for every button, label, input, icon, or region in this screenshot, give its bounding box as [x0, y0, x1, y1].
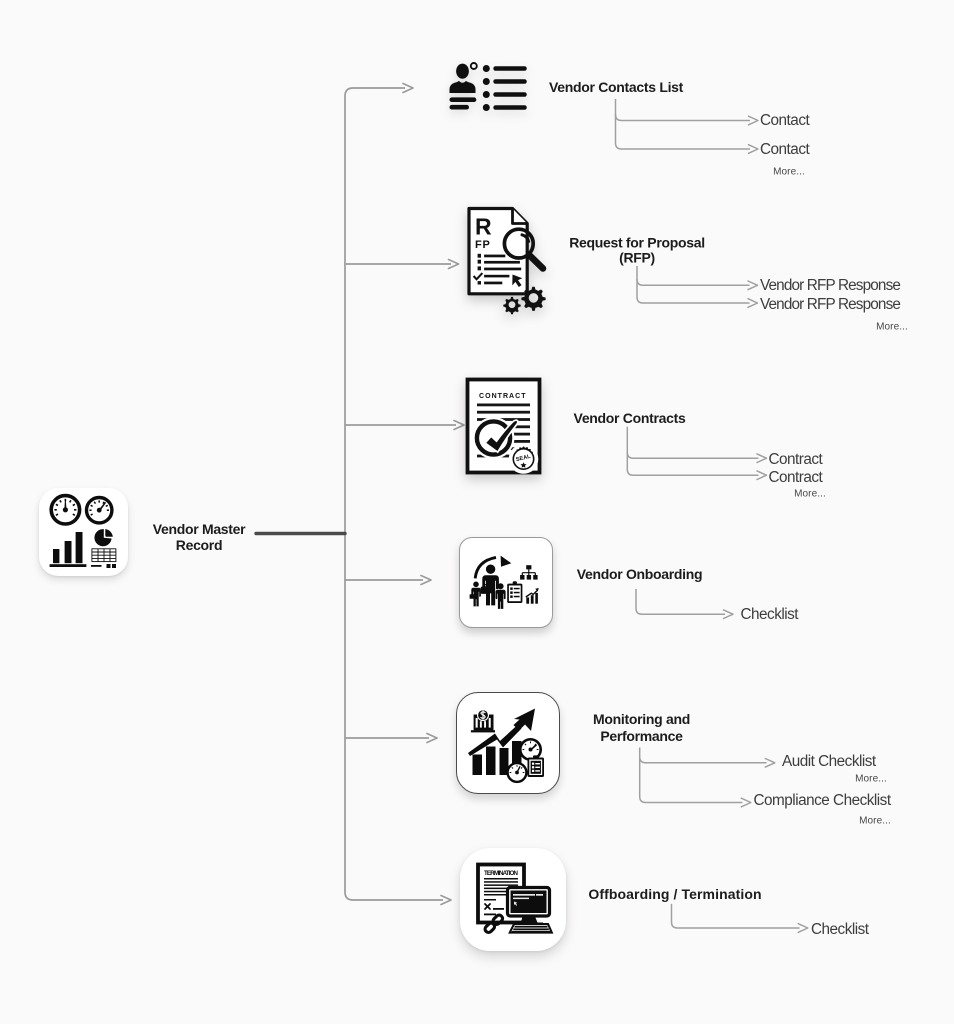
svg-text:R: R [475, 214, 492, 240]
svg-text:CONTRACT: CONTRACT [479, 393, 527, 400]
svg-text:FP: FP [475, 239, 491, 251]
svg-text:TERMINATION: TERMINATION [484, 870, 519, 877]
svg-text:SEAL: SEAL [515, 454, 531, 464]
